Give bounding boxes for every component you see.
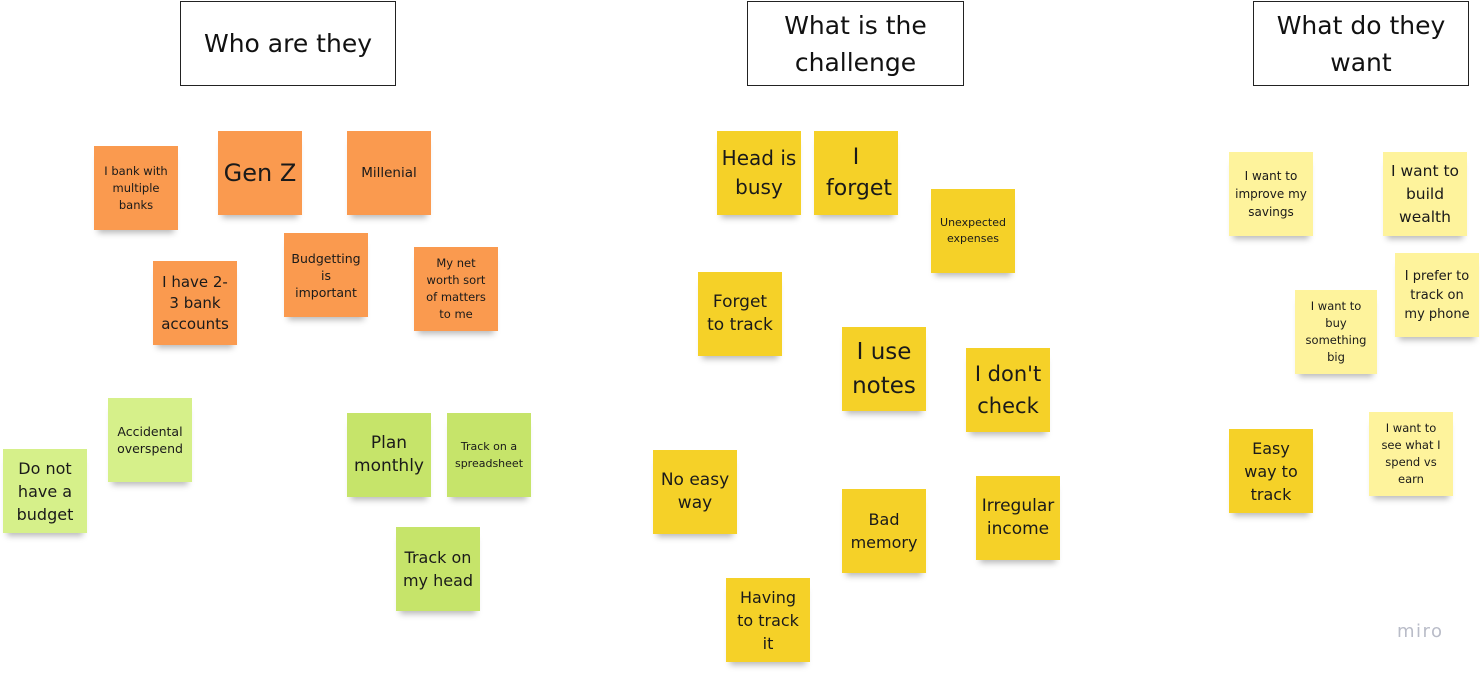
header-who-are-they[interactable]: Who are they (180, 1, 396, 86)
sticky-note[interactable]: Millenial (347, 131, 431, 215)
header-what-is-the-challenge[interactable]: What is the challenge (747, 1, 964, 86)
sticky-note[interactable]: I want to build wealth (1383, 152, 1467, 236)
sticky-note[interactable]: No easy way (653, 450, 737, 534)
sticky-note[interactable]: I don't check (966, 348, 1050, 432)
header-label: Who are they (203, 29, 372, 58)
sticky-note[interactable]: I prefer to track on my phone (1395, 253, 1479, 337)
sticky-note[interactable]: I use notes (842, 327, 926, 411)
header-label: What do they want (1276, 10, 1446, 77)
sticky-note[interactable]: My net worth sort of matters to me (414, 247, 498, 331)
sticky-note[interactable]: Irregular income (976, 476, 1060, 560)
header-label: What is the challenge (784, 10, 927, 77)
sticky-note[interactable]: Accidental overspend (108, 398, 192, 482)
sticky-note[interactable]: I bank with multiple banks (94, 146, 178, 230)
miro-logo: miro (1397, 621, 1444, 642)
sticky-note[interactable]: Gen Z (218, 131, 302, 215)
sticky-note[interactable]: I want to see what I spend vs earn (1369, 412, 1453, 496)
sticky-note[interactable]: Track on a spreadsheet (447, 413, 531, 497)
sticky-note[interactable]: Bad memory (842, 489, 926, 573)
sticky-note[interactable]: Easy way to track (1229, 429, 1313, 513)
sticky-note[interactable]: I want to buy something big (1295, 290, 1377, 374)
sticky-note[interactable]: Unexpected expenses (931, 189, 1015, 273)
sticky-note[interactable]: I want to improve my savings (1229, 152, 1313, 236)
sticky-note[interactable]: I have 2-3 bank accounts (153, 261, 237, 345)
sticky-note[interactable]: I forget (814, 131, 898, 215)
sticky-note[interactable]: Forget to track (698, 272, 782, 356)
sticky-note[interactable]: Track on my head (396, 527, 480, 611)
sticky-note[interactable]: Do not have a budget (3, 449, 87, 533)
header-what-do-they-want[interactable]: What do they want (1253, 1, 1469, 86)
sticky-note[interactable]: Budgetting is important (284, 233, 368, 317)
sticky-note[interactable]: Having to track it (726, 578, 810, 662)
sticky-note[interactable]: Plan monthly (347, 413, 431, 497)
sticky-note[interactable]: Head is busy (717, 131, 801, 215)
